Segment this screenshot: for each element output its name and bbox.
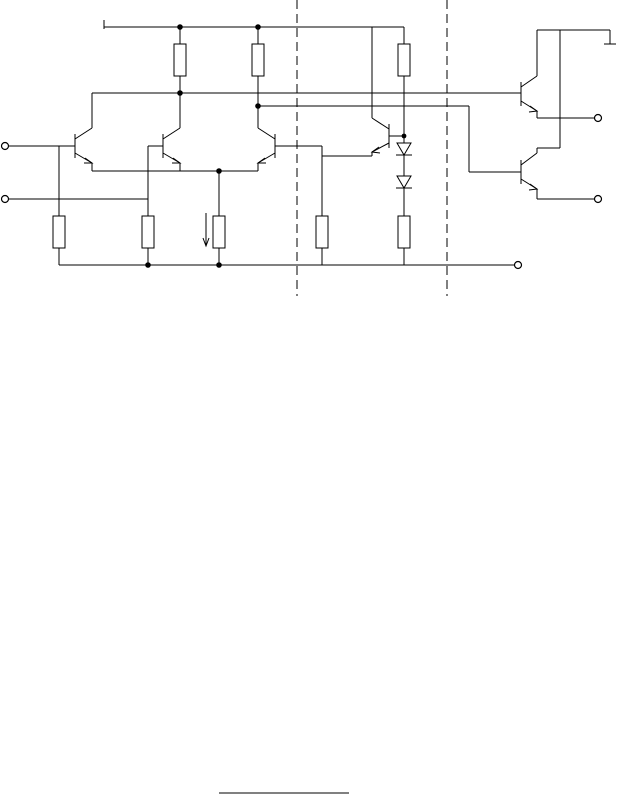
middle-stage (321, 146, 372, 216)
collector-wires (91, 76, 521, 173)
resistor-icon (52, 215, 66, 249)
supply-rail (103, 20, 405, 118)
npn-transistor-icon (256, 127, 322, 164)
resistor-icon (212, 215, 226, 249)
emitter-node (92, 163, 259, 216)
resistor-icon (173, 43, 187, 77)
input-terminal-1 (0, 141, 10, 151)
output-terminal-1 (593, 113, 603, 123)
npn-transistor-icon (520, 30, 594, 119)
diode-icon (396, 142, 412, 156)
npn-transistor-icon (520, 147, 594, 200)
resistor-icon (315, 215, 329, 249)
inputs (0, 141, 148, 204)
resistor-icon (397, 215, 411, 249)
current-arrow-icon (202, 213, 210, 248)
npn-transistor-icon (147, 127, 182, 216)
resistor-icon (251, 43, 265, 77)
resistors (52, 43, 411, 265)
output-terminal-2 (593, 194, 603, 204)
npn-transistor-icon (58, 127, 94, 216)
input-terminal-2 (0, 194, 10, 204)
npn-transistor-icon (370, 117, 407, 156)
ground-rail (59, 260, 523, 270)
output-wiring (537, 29, 616, 204)
resistor-icon (397, 43, 411, 77)
stage-separators (296, 0, 448, 296)
resistor-icon (141, 215, 155, 249)
diode-string (396, 76, 412, 216)
diode-icon (396, 175, 412, 189)
ground-terminal (513, 260, 523, 270)
